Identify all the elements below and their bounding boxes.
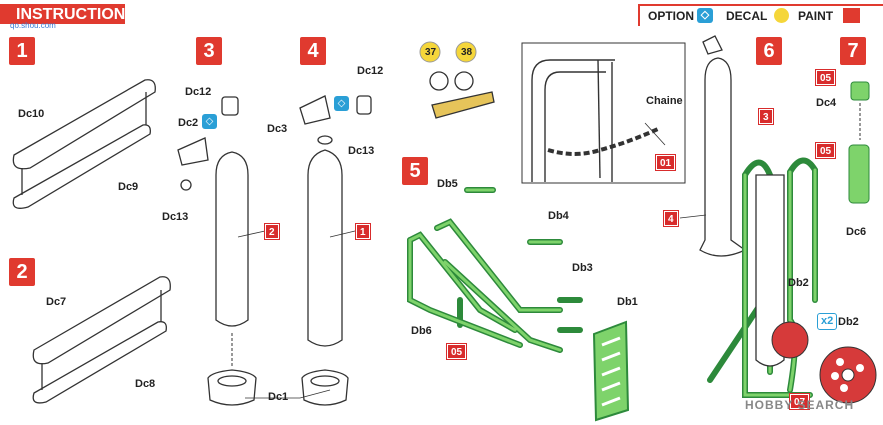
label-dc3: Dc3 <box>267 123 288 135</box>
step-2: 2 <box>9 258 35 286</box>
option-x2-tag: x2 <box>817 313 838 330</box>
decal-37-circle <box>419 41 441 63</box>
decal-38-circle <box>455 41 477 63</box>
chain-inset-drawing <box>531 59 661 182</box>
step1-seat-part <box>12 79 156 209</box>
option-icon: ◇ <box>697 8 713 23</box>
label-dc12-a: Dc12 <box>185 86 212 98</box>
step5-frame-inner <box>408 188 562 352</box>
label-dc12-b: Dc12 <box>357 65 384 77</box>
header-bar <box>0 4 125 24</box>
decal-37: 37 <box>424 47 437 58</box>
paint-tag-01: 01 <box>654 154 677 171</box>
label-db5: Db5 <box>437 178 458 190</box>
step-6: 6 <box>756 37 782 65</box>
label-chaine: Chaine <box>646 95 683 107</box>
paint-tag-4: 4 <box>663 210 679 227</box>
label-dc2: Dc2 <box>178 117 199 129</box>
label-dc9: Dc9 <box>118 181 139 193</box>
step2-seat-part <box>32 276 171 404</box>
label-dc13-b: Dc13 <box>348 145 375 157</box>
label-db2-a: Db2 <box>788 277 809 289</box>
paint-icon <box>843 8 860 23</box>
dc4-part <box>850 81 870 101</box>
step-4: 4 <box>300 37 326 65</box>
option-icon-dc3: ◇ <box>334 96 349 111</box>
step3-cylinder <box>177 96 257 406</box>
wheel-left <box>771 321 809 359</box>
paint-tag-05-c: 05 <box>814 142 837 159</box>
header-title: INSTRUCTION <box>16 6 126 23</box>
decal-icon <box>774 8 789 23</box>
label-dc1: Dc1 <box>268 391 289 403</box>
header-watermark: qo.shou.com <box>10 21 56 30</box>
label-dc8: Dc8 <box>135 378 156 390</box>
decal-38: 38 <box>460 47 473 58</box>
legend-decal-label: DECAL <box>726 9 768 23</box>
paint-tag-1: 1 <box>355 223 371 240</box>
label-dc10: Dc10 <box>18 108 45 120</box>
step6-tall-tank <box>699 35 747 257</box>
step-7: 7 <box>840 37 866 65</box>
step-1: 1 <box>9 37 35 65</box>
label-dc6: Dc6 <box>846 226 867 238</box>
option-icon-dc2: ◇ <box>202 114 217 129</box>
label-db2-b: Db2 <box>838 316 859 328</box>
paint-tag-2: 2 <box>264 223 280 240</box>
label-db4: Db4 <box>548 210 569 222</box>
dc6-part <box>848 144 870 204</box>
legend-paint-label: PAINT <box>798 9 834 23</box>
label-dc7: Dc7 <box>46 296 67 308</box>
step4-cylinder <box>299 95 372 406</box>
paint-tag-05-a: 05 <box>445 343 468 360</box>
step6-cylinder <box>755 174 785 367</box>
step-5: 5 <box>402 157 428 185</box>
legend-option-label: OPTION <box>648 9 695 23</box>
label-db3: Db3 <box>572 262 593 274</box>
label-dc4: Dc4 <box>816 97 837 109</box>
paint-tag-3: 3 <box>758 108 774 125</box>
regulator-decal <box>429 71 495 119</box>
label-db1: Db1 <box>617 296 638 308</box>
label-db6: Db6 <box>411 325 432 337</box>
paint-tag-05-b: 05 <box>814 69 837 86</box>
label-dc13-a: Dc13 <box>162 211 189 223</box>
footer-brand: HOBBY SEARCH <box>745 398 855 412</box>
paint-tag-07: 07 <box>788 393 811 410</box>
step-3: 3 <box>196 37 222 65</box>
legend-frame <box>638 4 883 26</box>
